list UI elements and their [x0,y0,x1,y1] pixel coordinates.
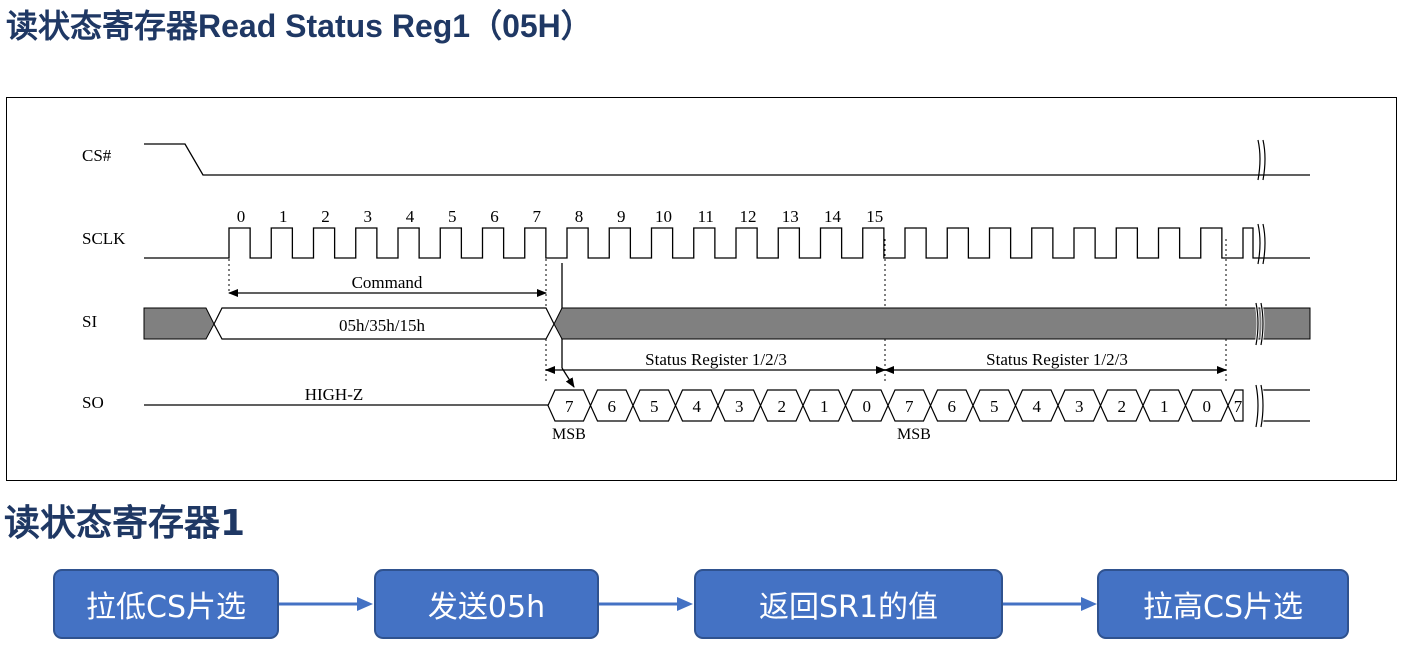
so-bit-value: 2 [778,397,787,416]
so-data-bits: 7 6 5 4 3 2 1 0 7 6 5 4 3 2 1 0 7 [547,389,1244,422]
so-bit-value: 6 [948,397,957,416]
arrow-right-icon [1081,597,1097,611]
clock-number: 5 [448,207,457,226]
flow-step-return-sr1: 返回SR1的值 [694,569,1003,639]
si-value-label: 05h/35h/15h [339,316,425,335]
clock-number: 15 [866,207,883,226]
so-bit-value: 7 [905,397,914,416]
clock-number: 3 [364,207,373,226]
status-label-2: Status Register 1/2/3 [986,350,1128,369]
cs-waveform [144,143,1310,176]
clock-number: 6 [490,207,499,226]
si-shaded-before [143,307,215,340]
so-bit-value: 5 [650,397,659,416]
clock-number: 4 [406,207,415,226]
so-bit-value: 0 [863,397,872,416]
page-title: 读状态寄存器Read Status Reg1（05H） [6,8,593,44]
so-bit-cell [1227,389,1244,422]
clock-number: 8 [575,207,584,226]
status-label-1: Status Register 1/2/3 [645,350,787,369]
so-bit-value: 7 [565,397,574,416]
command-label: Command [352,273,423,292]
highz-label: HIGH-Z [305,385,364,404]
flow-step-pull-cs-high: 拉高CS片选 [1097,569,1349,639]
so-bit-value: 3 [1075,397,1084,416]
msb-label-2: MSB [897,426,931,443]
so-bit-value: 5 [990,397,999,416]
so-bit-value: 1 [1160,397,1169,416]
clock-number: 11 [698,207,714,226]
so-bit-value: 7 [1234,397,1243,416]
si-shaded-after [553,307,1311,340]
flow-step-send-command: 发送05h [374,569,599,639]
clock-number: 14 [824,207,842,226]
msb-pointer-arrow [561,367,575,388]
msb-label-1: MSB [552,426,586,443]
clock-number: 12 [740,207,757,226]
so-bit-value: 1 [820,397,829,416]
flow-step-pull-cs-low: 拉低CS片选 [53,569,279,639]
so-bit-value: 2 [1118,397,1127,416]
so-bit-value: 3 [735,397,744,416]
so-bit-value: 4 [693,397,702,416]
sclk-waveform [144,227,1310,259]
clock-number: 2 [321,207,330,226]
signal-label-sclk: SCLK [82,229,126,248]
clock-number: 9 [617,207,626,226]
signal-label-cs: CS# [82,146,112,165]
break-marks [1254,139,1266,428]
clock-number: 7 [533,207,542,226]
clock-number: 1 [279,207,288,226]
clock-number: 10 [655,207,672,226]
clock-number: 0 [237,207,246,226]
signal-label-si: SI [82,312,97,331]
so-bit-value: 0 [1203,397,1212,416]
so-bit-value: 6 [608,397,617,416]
signal-label-so: SO [82,393,104,412]
so-bit-value: 4 [1033,397,1042,416]
section-title: 读状态寄存器1 [4,503,246,544]
arrow-right-icon [677,597,693,611]
arrow-right-icon [357,597,373,611]
clock-number: 13 [782,207,799,226]
